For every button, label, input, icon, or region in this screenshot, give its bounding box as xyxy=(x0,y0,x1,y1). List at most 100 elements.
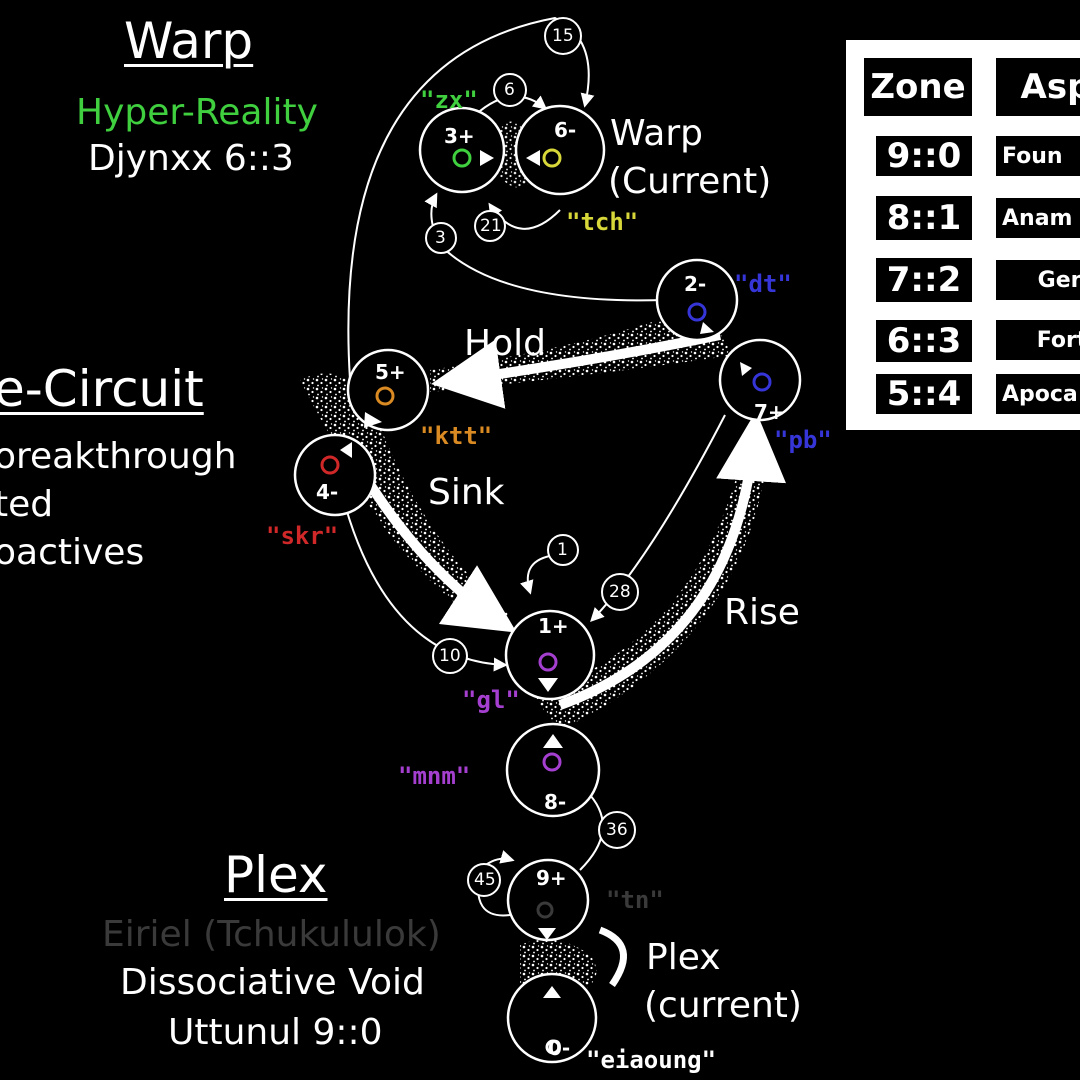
table-row-5-aspect: Apoca xyxy=(996,374,1080,414)
node-9-sound: "tn" xyxy=(606,886,664,914)
node-0-circle xyxy=(506,972,598,1064)
loop-6: 6 xyxy=(504,80,515,100)
node-4-label: 4- xyxy=(316,480,339,504)
loop-36-circle xyxy=(598,811,636,849)
rise-label: Rise xyxy=(724,592,800,633)
loop-10: 10 xyxy=(439,646,461,666)
loop-6-circle xyxy=(493,73,527,107)
node-6-sound: "tch" xyxy=(566,208,639,236)
circuit-line-3: oactives xyxy=(0,532,145,573)
hold-arrow xyxy=(431,330,722,409)
loop-3-line xyxy=(424,192,666,302)
node-3-sound: "zx" xyxy=(420,86,478,114)
table-row-1-zone: 9::0 xyxy=(876,136,972,176)
node-0-ring xyxy=(545,1039,561,1055)
node-7-sound: "pb" xyxy=(774,426,832,454)
node-1-label: 1+ xyxy=(538,614,569,638)
node-9-label: 9+ xyxy=(536,866,567,890)
table-row-4-zone: 6::3 xyxy=(876,320,972,362)
table-row-5-zone: 5::4 xyxy=(876,374,972,414)
node-9-circle xyxy=(506,858,590,942)
table-header-zone: Zone xyxy=(864,58,972,116)
node-8-sound: "mnm" xyxy=(398,762,471,790)
table-row-1-aspect: Foun xyxy=(996,136,1080,176)
node-2-ring xyxy=(687,302,707,322)
node-4-ring xyxy=(320,455,340,475)
loop-1-line xyxy=(519,554,556,595)
node-9-pointer xyxy=(538,928,556,940)
node-8-pointer xyxy=(543,734,563,748)
plex-subtitle: Eiriel (Tchukululok) xyxy=(102,914,441,955)
plex-current-label-2: (current) xyxy=(644,985,802,1026)
node-7-label: 7+ xyxy=(754,400,785,424)
node-6-ring xyxy=(542,148,562,168)
loop-45-circle xyxy=(467,863,501,897)
sink-label: Sink xyxy=(428,472,505,513)
warp-title: Warp xyxy=(124,12,254,70)
node-2-pointer xyxy=(700,322,714,334)
node-5-label: 5+ xyxy=(375,360,406,384)
loop-28: 28 xyxy=(609,582,631,602)
warp-current-label-2: (Current) xyxy=(608,161,772,202)
circuit-line-2: ted xyxy=(0,484,54,525)
loop-10-circle xyxy=(432,638,468,674)
node-1-ring xyxy=(538,652,558,672)
loop-15-circle xyxy=(544,17,582,55)
node-1-pointer xyxy=(538,678,558,692)
node-4-circle xyxy=(293,433,377,517)
node-1-sound: "gl" xyxy=(462,686,520,714)
node-6-pointer xyxy=(526,150,540,166)
node-3-pointer xyxy=(480,150,494,166)
node-6-circle xyxy=(514,104,606,196)
node-2-sound: "dt" xyxy=(734,270,792,298)
node-2-label: 2- xyxy=(684,272,707,296)
rise-arrow xyxy=(558,411,786,710)
node-8-label: 8- xyxy=(544,790,567,814)
loop-1-circle xyxy=(547,534,579,566)
loop-28-circle xyxy=(601,573,639,611)
node-4-sound: "skr" xyxy=(266,522,339,550)
node-0-label: 0- xyxy=(548,1036,571,1060)
node-4-pointer xyxy=(340,442,352,458)
line-4-to-1 xyxy=(344,504,508,672)
loop-21-circle xyxy=(474,210,506,242)
table-row-2-zone: 8::1 xyxy=(876,196,972,240)
node-5-pointer xyxy=(364,412,382,428)
node-9-ring xyxy=(536,901,554,919)
table-row-3-zone: 7::2 xyxy=(876,258,972,302)
loop-36: 36 xyxy=(606,820,628,840)
node-5-sound: "ktt" xyxy=(420,422,493,450)
circuit-title: e-Circuit xyxy=(0,360,204,418)
loop-15: 15 xyxy=(552,26,574,46)
loop-21: 21 xyxy=(480,216,502,236)
node-2-circle xyxy=(655,258,739,342)
zone-aspect-table: Zone Asp 9::0 Foun 8::1 Anam 7::2 Gen 6:… xyxy=(846,40,1080,430)
plex-demon: Uttunul 9::0 xyxy=(168,1012,383,1053)
table-row-2-aspect: Anam xyxy=(996,198,1080,238)
plex-arrow xyxy=(598,926,627,988)
warp-subtitle: Hyper-Reality xyxy=(76,92,318,133)
node-0-sound: "eiaoung" xyxy=(586,1046,717,1074)
node-0-pointer xyxy=(543,986,561,998)
node-3-label: 3+ xyxy=(444,124,475,148)
warp-current-label-1: Warp xyxy=(610,113,704,154)
loop-1: 1 xyxy=(557,540,568,560)
hold-label: Hold xyxy=(464,323,546,364)
circuit-subtitle: oreakthrough xyxy=(0,436,237,477)
table-row-4-aspect: Fort xyxy=(996,320,1080,360)
table-row-3-aspect: Gen xyxy=(996,260,1080,300)
warp-demon: Djynxx 6::3 xyxy=(88,138,294,179)
plex-line-2: Dissociative Void xyxy=(120,962,425,1003)
table-header-aspect: Asp xyxy=(996,58,1080,116)
plex-title: Plex xyxy=(224,846,328,904)
plex-current-label-1: Plex xyxy=(646,937,721,978)
node-7-circle xyxy=(718,338,802,422)
warp-outer-loop xyxy=(347,16,595,381)
node-5-ring xyxy=(375,386,395,406)
loop-3-circle xyxy=(425,222,457,254)
node-6-label: 6- xyxy=(554,118,577,142)
node-7-ring xyxy=(752,372,772,392)
loop-3: 3 xyxy=(435,228,446,248)
node-7-pointer xyxy=(740,362,752,376)
